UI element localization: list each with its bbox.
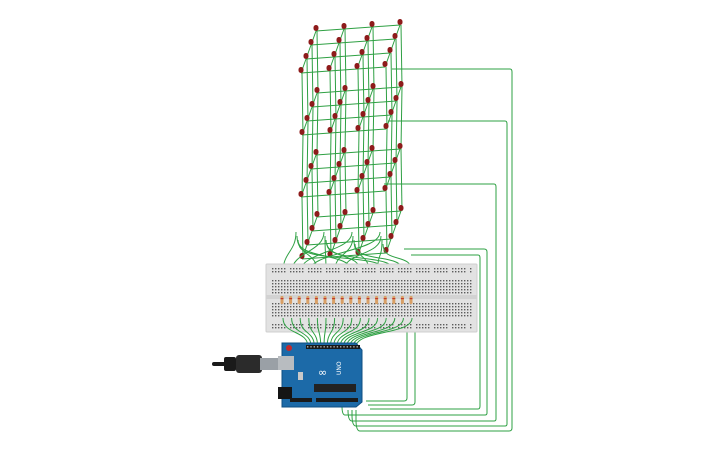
led-icon (397, 143, 403, 149)
led-icon (393, 219, 399, 225)
led-icon (383, 123, 389, 129)
led-icon (382, 61, 388, 67)
resistor-icon (314, 296, 318, 304)
led-icon (327, 127, 333, 133)
usb-cable-icon[interactable] (212, 355, 282, 373)
resistor-icon (289, 296, 293, 304)
power-header-pins (290, 398, 312, 402)
led-icon (341, 147, 347, 153)
led-icon (393, 95, 399, 101)
led-icon (387, 47, 393, 53)
reset-button-icon[interactable] (286, 345, 292, 351)
arduino-uno-board[interactable]: ∞ UNO (278, 342, 363, 408)
led-icon (326, 189, 332, 195)
led-icon (382, 185, 388, 191)
led-icon (308, 163, 314, 169)
led-icon (398, 81, 404, 87)
breadboard[interactable] (265, 263, 478, 333)
led-icon (364, 159, 370, 165)
arduino-logo: ∞ (318, 366, 327, 379)
resistor-icon (409, 296, 413, 304)
power-jack-icon (278, 387, 292, 399)
resistor-icon (332, 296, 336, 304)
led-icon (398, 205, 404, 211)
led-icon (359, 49, 365, 55)
led-icon (332, 237, 338, 243)
led-icon (303, 177, 309, 183)
led-icon (298, 191, 304, 197)
led-icon (309, 225, 315, 231)
led-icon (359, 173, 365, 179)
led-icon (360, 235, 366, 241)
resistor-icon (323, 296, 327, 304)
usb-port (278, 356, 294, 370)
resistor-icon (306, 296, 310, 304)
led-icon (397, 19, 403, 25)
led-icon (354, 63, 360, 69)
led-icon (314, 87, 320, 93)
resistor-icon (375, 296, 379, 304)
led-icon (331, 51, 337, 57)
led-icon (388, 233, 394, 239)
led-icon (387, 171, 393, 177)
led-icon (332, 113, 338, 119)
atmega-chip (314, 384, 356, 392)
led-icon (304, 115, 310, 121)
resistor-icon (400, 296, 404, 304)
uno-label: UNO (336, 361, 343, 375)
resistor-icon (392, 296, 396, 304)
led-icon (337, 223, 343, 229)
return-wires (341, 68, 513, 432)
resistor-icon (340, 296, 344, 304)
resistor-icon (349, 296, 353, 304)
led-icon (365, 221, 371, 227)
led-icon (309, 101, 315, 107)
led-icon (336, 37, 342, 43)
led-icon (304, 239, 310, 245)
led-icon (342, 85, 348, 91)
led-icon (308, 39, 314, 45)
led-icon (355, 125, 361, 131)
led-icon (388, 109, 394, 115)
led-icon (313, 149, 319, 155)
led-icon (326, 65, 332, 71)
resistor-icon (366, 296, 370, 304)
analog-header-pins (316, 398, 358, 402)
resistor-icon (357, 296, 361, 304)
led-icon (342, 209, 348, 215)
led-icon (313, 25, 319, 31)
led-icon (337, 99, 343, 105)
led-icon (392, 33, 398, 39)
led-icon (370, 207, 376, 213)
led-icon (341, 23, 347, 29)
led-icon (303, 53, 309, 59)
led-icon (365, 97, 371, 103)
led-icon (298, 67, 304, 73)
resistor-icon (383, 296, 387, 304)
resistor-icon (280, 296, 284, 304)
led-icon (369, 145, 375, 151)
led-icon (392, 157, 398, 163)
led-icon (354, 187, 360, 193)
led-icon (331, 175, 337, 181)
led-icon (314, 211, 320, 217)
breadboard-holes (272, 268, 472, 329)
led-icon (364, 35, 370, 41)
led-cube (298, 19, 404, 259)
led-icon (369, 21, 375, 27)
resistor-row (280, 296, 413, 304)
led-cube-wiring (300, 24, 403, 260)
resistor-icon (297, 296, 301, 304)
led-icon (299, 129, 305, 135)
led-icon (360, 111, 366, 117)
digital-header-pins (306, 345, 360, 349)
led-icon (336, 161, 342, 167)
led-icon (370, 83, 376, 89)
